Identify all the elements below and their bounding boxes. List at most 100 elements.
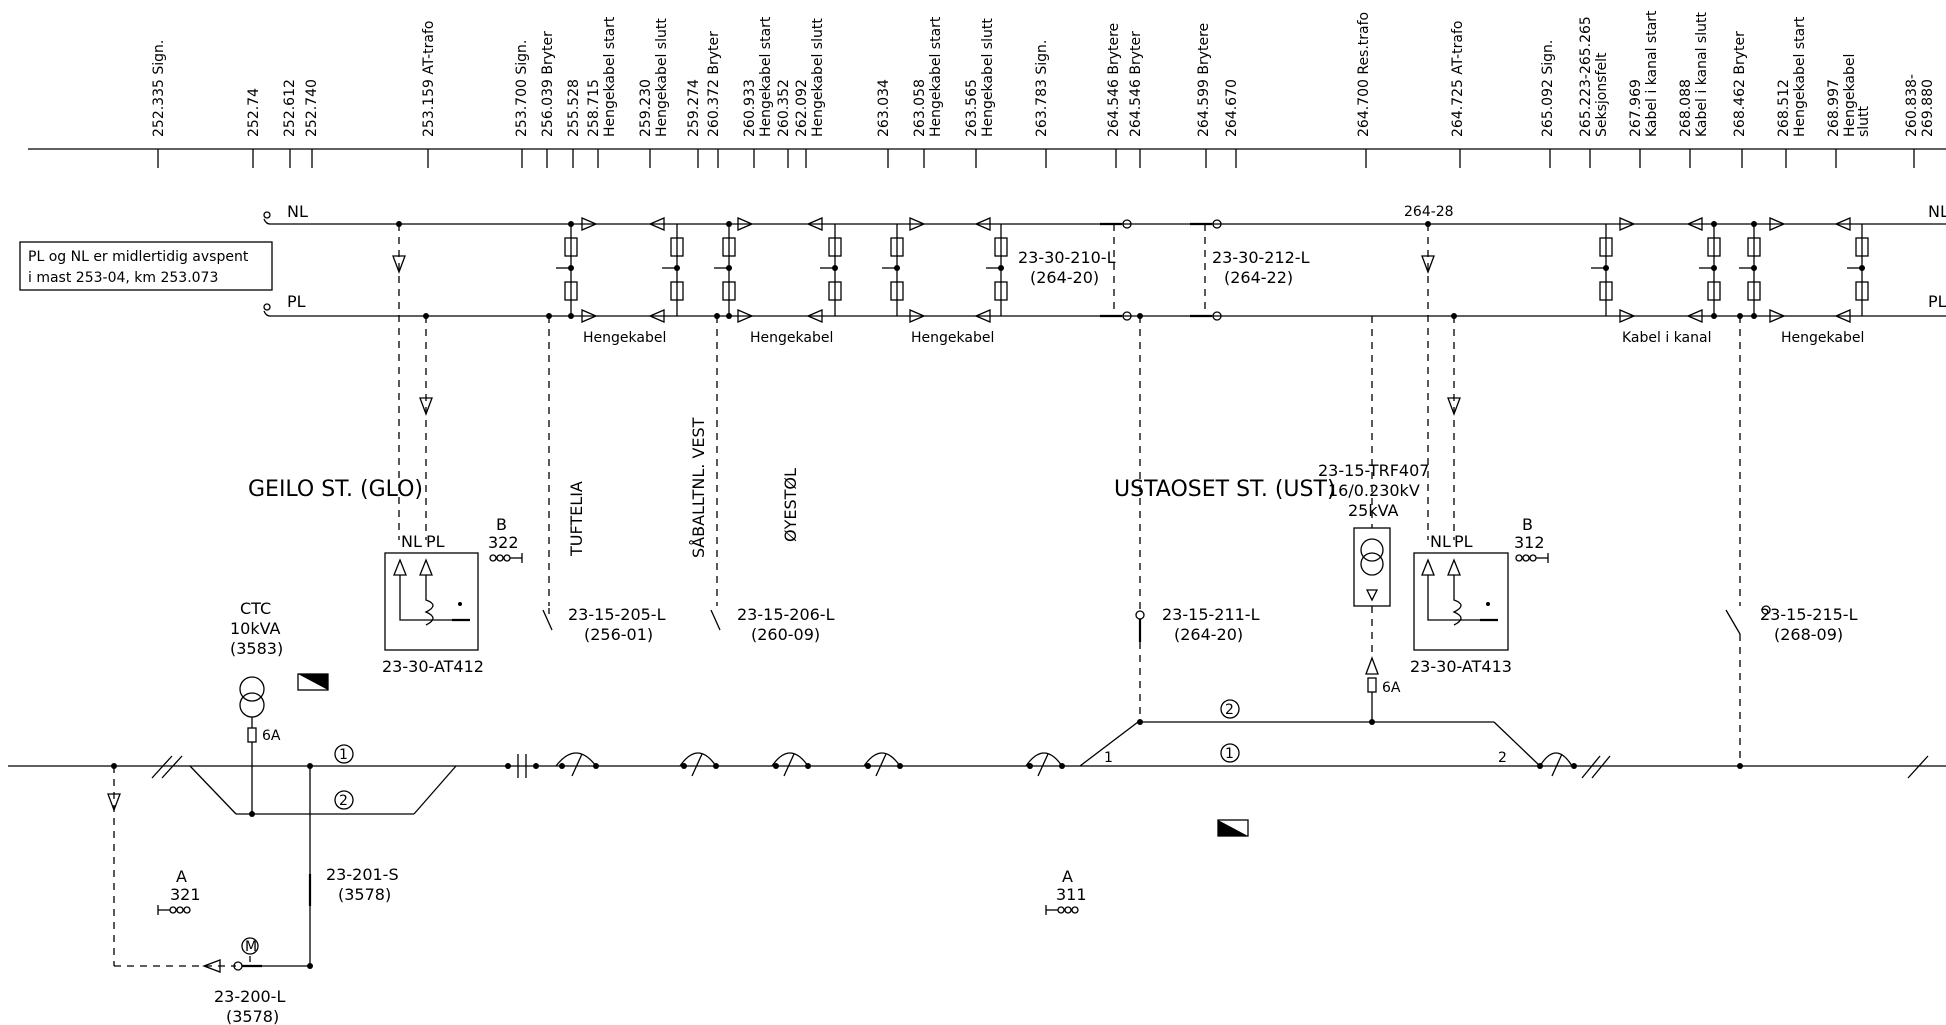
ust-end-left: 1: [1104, 750, 1113, 766]
hdr-263-783: 263.783 Sign.: [1034, 40, 1050, 137]
switch-215-name: 23-15-215-L: [1760, 605, 1858, 624]
ustaoset-feeder: USTAOSET ST. (UST) 23-15-211-L (264-20): [1114, 313, 1336, 722]
note-line-2: i mast 253-04, km 253.073: [28, 270, 218, 286]
a311-number: 311: [1056, 885, 1087, 904]
trf407-line-3: 25kVA: [1348, 501, 1399, 520]
ctc-fuse: 6A: [262, 728, 281, 744]
geilo-feeders: [392, 221, 433, 540]
hdr-hengekabel-slutt-1: Hengekabel slutt: [654, 18, 670, 137]
cable-label-1: Hengekabel: [583, 330, 666, 346]
hdr-253-700: 253.700 Sign.: [514, 40, 530, 137]
at413-trafo: NL PL 23-30-AT413: [1410, 532, 1512, 676]
hdr-hengekabel-start-1: Hengekabel start: [602, 16, 618, 137]
switch-200-location: (3578): [226, 1007, 279, 1025]
station-tuftelia: TUFTELIA: [567, 481, 586, 557]
hdr-258-715: 258.715: [586, 79, 602, 137]
switch-201-location: (3578): [338, 885, 391, 904]
section-switch-210: 23-30-210-L (264-20): [1018, 219, 1132, 321]
ctc-line-2: 10kVA: [230, 619, 281, 638]
trf407-fuse: 6A: [1382, 680, 1401, 696]
ctc-line-3: (3583): [230, 639, 283, 658]
note-box: PL og NL er midlertidig avspent i mast 2…: [19, 241, 273, 291]
switch-206-location: (260-09): [751, 625, 820, 644]
switch-205-name: 23-15-205-L: [568, 605, 666, 624]
hdr-263-565: 263.565: [964, 79, 980, 137]
station-oyestol: ØYESTØL: [781, 468, 800, 542]
half-filled-marker-1: [297, 673, 329, 691]
station-saballt: SÅBALLTNL. VEST: [689, 417, 708, 558]
trf407: 23-15-TRF407 16/0.230kV 25kVA 6A: [1318, 316, 1429, 725]
station-ustaoset: USTAOSET ST. (UST): [1114, 477, 1336, 502]
ust-track-1: 1: [1225, 746, 1234, 762]
switch-212-name: 23-30-212-L: [1212, 248, 1310, 267]
mast-label: 264-28: [1404, 204, 1454, 220]
hdr-267-969: 267.969: [1628, 79, 1644, 137]
cable-label-kanal: Kabel i kanal: [1622, 330, 1711, 346]
at412-nl-tag: NL: [401, 532, 422, 551]
cable-label-3: Hengekabel: [911, 330, 994, 346]
trf407-line-1: 23-15-TRF407: [1318, 461, 1429, 480]
motor-label: M: [245, 939, 257, 955]
header-ticks: [157, 149, 1915, 168]
hdr-268-997: 268.997: [1826, 79, 1842, 137]
ust-track-2: 2: [1225, 702, 1234, 718]
hdr-260-933: 260.933: [742, 79, 758, 137]
pl-label: PL: [287, 292, 306, 311]
hdr-264-670: 264.670: [1224, 79, 1240, 137]
switch-201: 23-201-S (3578): [308, 766, 399, 966]
hdr-259-274: 259.274: [686, 79, 702, 137]
switch-215-location: (268-09): [1774, 625, 1843, 644]
switch-200: M 23-200-L (3578): [107, 766, 313, 1025]
hdr-269-880: 269.880: [1920, 79, 1936, 137]
hdr-hengekabel-4: Hengekabel: [1842, 54, 1858, 137]
hdr-262-092: 262.092: [794, 79, 810, 137]
nl-label: NL: [287, 202, 308, 221]
ctc-transformer: CTC 10kVA (3583) 6A: [230, 599, 283, 817]
header-labels: 252.335 Sign. 252.74 252.612 252.740 253…: [28, 10, 1946, 168]
b312-letter: B: [1522, 515, 1533, 534]
hdr-hengekabel-start-2: Hengekabel start: [758, 16, 774, 137]
signal-a311: A 311: [1045, 867, 1087, 915]
switch-206-name: 23-15-206-L: [737, 605, 835, 624]
hdr-260-838: 260.838-: [1904, 74, 1920, 137]
hdr-252-74: 252.74: [246, 88, 262, 137]
station-geilo: GEILO ST. (GLO): [248, 477, 423, 502]
hdr-263-058: 263.058: [912, 79, 928, 137]
hdr-253-159: 253.159 AT-trafo: [421, 21, 437, 137]
hdr-hengekabel-slutt-2: Hengekabel slutt: [810, 18, 826, 137]
hdr-259-230: 259.230: [638, 79, 654, 137]
a321-letter: A: [176, 867, 187, 886]
at412-name: 23-30-AT412: [382, 657, 484, 676]
ust-end-right: 2: [1498, 750, 1507, 766]
at413-feeders: [1421, 221, 1461, 540]
hdr-kabel-kanal-start: Kabel i kanal start: [1644, 10, 1660, 137]
switch-205-location: (256-01): [584, 625, 653, 644]
saballt-feeder: SÅBALLTNL. VEST ØYESTØL 23-15-206-L (260…: [689, 313, 835, 644]
insulator-arrows: [581, 217, 1851, 323]
at413-name: 23-30-AT413: [1410, 657, 1512, 676]
hdr-260-352: 260.352: [776, 79, 792, 137]
hdr-268-512: 268.512: [1776, 79, 1792, 137]
signal-a321: A 321: [157, 867, 201, 915]
geilo-track-2: 2: [339, 793, 348, 809]
hdr-268-088: 268.088: [1678, 79, 1694, 137]
switch-210-name: 23-30-210-L: [1018, 248, 1116, 267]
geilo-yard: 1 2: [111, 744, 457, 815]
signal-b322: B 322: [488, 515, 523, 563]
hdr-256-039: 256.039 Bryter: [540, 31, 556, 137]
pl-label-right: PL: [1928, 292, 1946, 311]
a321-number: 321: [170, 885, 201, 904]
trf407-line-2: 16/0.230kV: [1328, 481, 1420, 500]
note-line-1: PL og NL er midlertidig avspent: [28, 249, 249, 265]
geilo-track-1: 1: [339, 747, 348, 763]
track-line: 1 2 2 1: [8, 699, 1946, 769]
ctc-line-1: CTC: [240, 599, 271, 618]
cable-labels: Hengekabel Hengekabel Hengekabel Kabel i…: [583, 330, 1864, 346]
hdr-252-335: 252.335 Sign.: [151, 40, 167, 137]
signal-b312: B 312: [1514, 515, 1549, 563]
feeder-215: 23-15-215-L (268-09): [1725, 313, 1858, 766]
hdr-260-372: 260.372 Bryter: [706, 31, 722, 137]
switch-210-location: (264-20): [1030, 268, 1099, 287]
b322-number: 322: [488, 533, 519, 552]
cable-label-4: Hengekabel: [1781, 330, 1864, 346]
